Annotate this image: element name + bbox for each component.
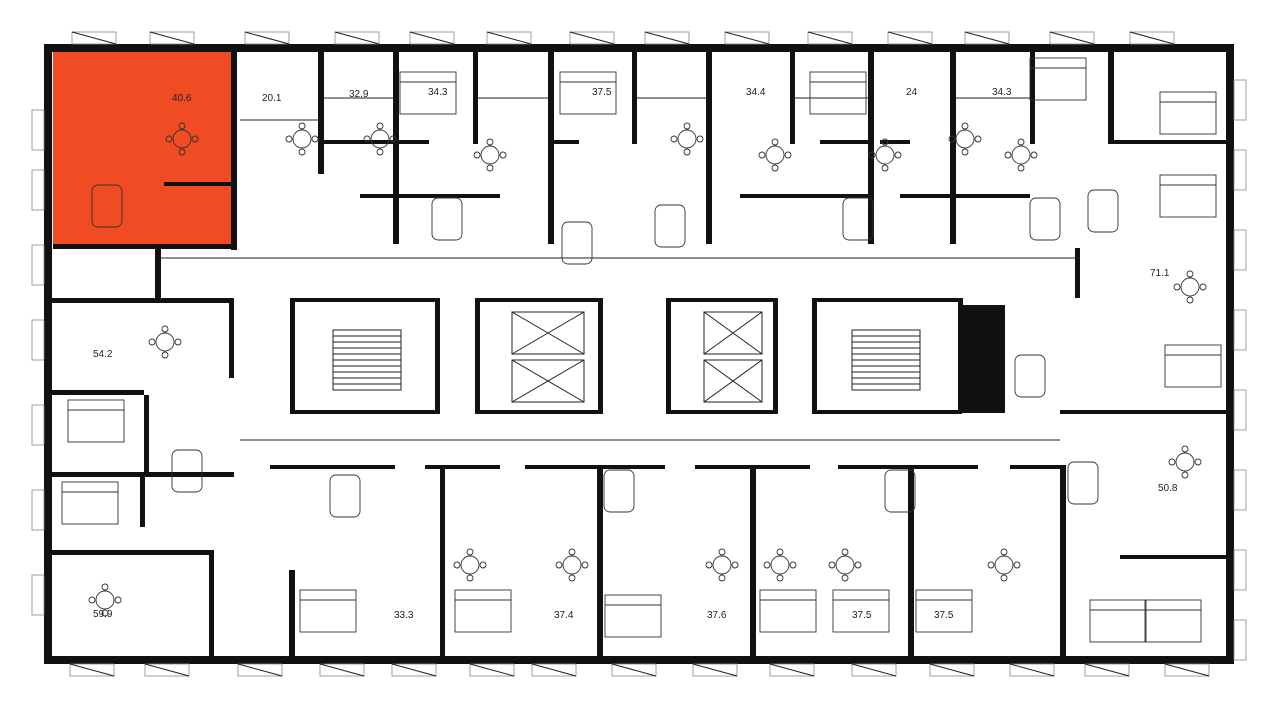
- windows-right: [1233, 79, 1247, 661]
- unit-area-label: 34.3: [992, 87, 1012, 98]
- bed: [809, 71, 867, 115]
- bed: [61, 481, 119, 525]
- bathtub: [91, 184, 123, 228]
- window: [31, 319, 45, 361]
- bed: [454, 589, 512, 633]
- bathtub: [431, 197, 463, 241]
- dining-table: [1180, 277, 1200, 297]
- bed: [67, 399, 125, 443]
- bed: [1144, 599, 1202, 643]
- window: [1233, 79, 1247, 121]
- dining-table: [1175, 452, 1195, 472]
- bathtub: [1067, 461, 1099, 505]
- windows-left: [31, 109, 45, 616]
- window: [31, 109, 45, 151]
- bathtub: [1029, 197, 1061, 241]
- bed: [559, 71, 617, 115]
- bathtub: [654, 204, 686, 248]
- unit-area-label: 37.5: [592, 87, 612, 98]
- bathtub: [1014, 354, 1046, 398]
- outer-walls: [44, 44, 1234, 664]
- selected-apartment[interactable]: [53, 50, 231, 248]
- unit-area-label: 32.9: [349, 89, 369, 100]
- bed: [1029, 57, 1087, 101]
- unit-area-label: 71.1: [1150, 268, 1170, 279]
- dining-table: [292, 129, 312, 149]
- dining-table: [765, 145, 785, 165]
- top-party-walls: [231, 44, 1114, 250]
- unit-area-label: 54.2: [93, 349, 113, 360]
- bathtub: [603, 469, 635, 513]
- window: [1233, 149, 1247, 191]
- bed: [759, 589, 817, 633]
- window: [31, 244, 45, 286]
- dining-table: [155, 332, 175, 352]
- bathtub: [1087, 189, 1119, 233]
- unit-area-label: 37.6: [707, 610, 727, 621]
- window: [31, 489, 45, 531]
- unit-area-label: 24: [906, 87, 918, 98]
- left-wing-walls: [44, 298, 234, 660]
- bed: [832, 589, 890, 633]
- dining-table: [875, 145, 895, 165]
- window: [31, 404, 45, 446]
- window: [1233, 229, 1247, 271]
- bathtub: [329, 474, 361, 518]
- unit-area-label: 50.8: [1158, 483, 1178, 494]
- bed: [1159, 91, 1217, 135]
- bed: [1089, 599, 1147, 643]
- core-walls: [155, 248, 1080, 414]
- elevators: [511, 311, 763, 403]
- window: [1233, 549, 1247, 591]
- unit-area-label: 33.3: [394, 610, 414, 621]
- window: [1233, 619, 1247, 661]
- unit-area-label: 37.5: [934, 610, 954, 621]
- bathtub: [884, 469, 916, 513]
- dining-table: [955, 129, 975, 149]
- window: [1233, 309, 1247, 351]
- windows-top: [71, 31, 1175, 45]
- unit-area-label: 59.9: [93, 609, 113, 620]
- bed: [299, 589, 357, 633]
- bed: [1164, 344, 1222, 388]
- window: [31, 169, 45, 211]
- window: [1233, 469, 1247, 511]
- bed: [1159, 174, 1217, 218]
- bathtub: [171, 449, 203, 493]
- unit-area-label: 37.5: [852, 610, 872, 621]
- dining-table: [95, 590, 115, 610]
- bathtub: [842, 197, 874, 241]
- dining-table: [172, 129, 192, 149]
- area-labels: 40.6 20.1 32.9 34.3 37.5 34.4 24 34.3 71…: [93, 87, 1178, 621]
- dining-table: [562, 555, 582, 575]
- interior-partitions: [160, 97, 1080, 441]
- bottom-walls: [270, 410, 1226, 660]
- dining-table: [712, 555, 732, 575]
- unit-area-label: 34.4: [746, 87, 766, 98]
- bed: [604, 594, 662, 638]
- unit-area-label: 34.3: [428, 87, 448, 98]
- unit-area-label: 20.1: [262, 93, 282, 104]
- windows-bottom: [69, 663, 1210, 677]
- stairs: [332, 329, 921, 391]
- dining-table: [480, 145, 500, 165]
- bathtub: [561, 221, 593, 265]
- dining-table: [370, 129, 390, 149]
- dining-table: [994, 555, 1014, 575]
- dining-table: [460, 555, 480, 575]
- unit-area-label: 37.4: [554, 610, 574, 621]
- unit-area-label: 40.6: [172, 93, 192, 104]
- furniture: [61, 57, 1222, 643]
- bed: [399, 71, 457, 115]
- dining-table: [1011, 145, 1031, 165]
- window: [31, 574, 45, 616]
- top-internal-walls: [53, 140, 1226, 249]
- bed: [915, 589, 973, 633]
- dining-table: [677, 129, 697, 149]
- window: [1233, 389, 1247, 431]
- dining-table: [835, 555, 855, 575]
- dining-table: [770, 555, 790, 575]
